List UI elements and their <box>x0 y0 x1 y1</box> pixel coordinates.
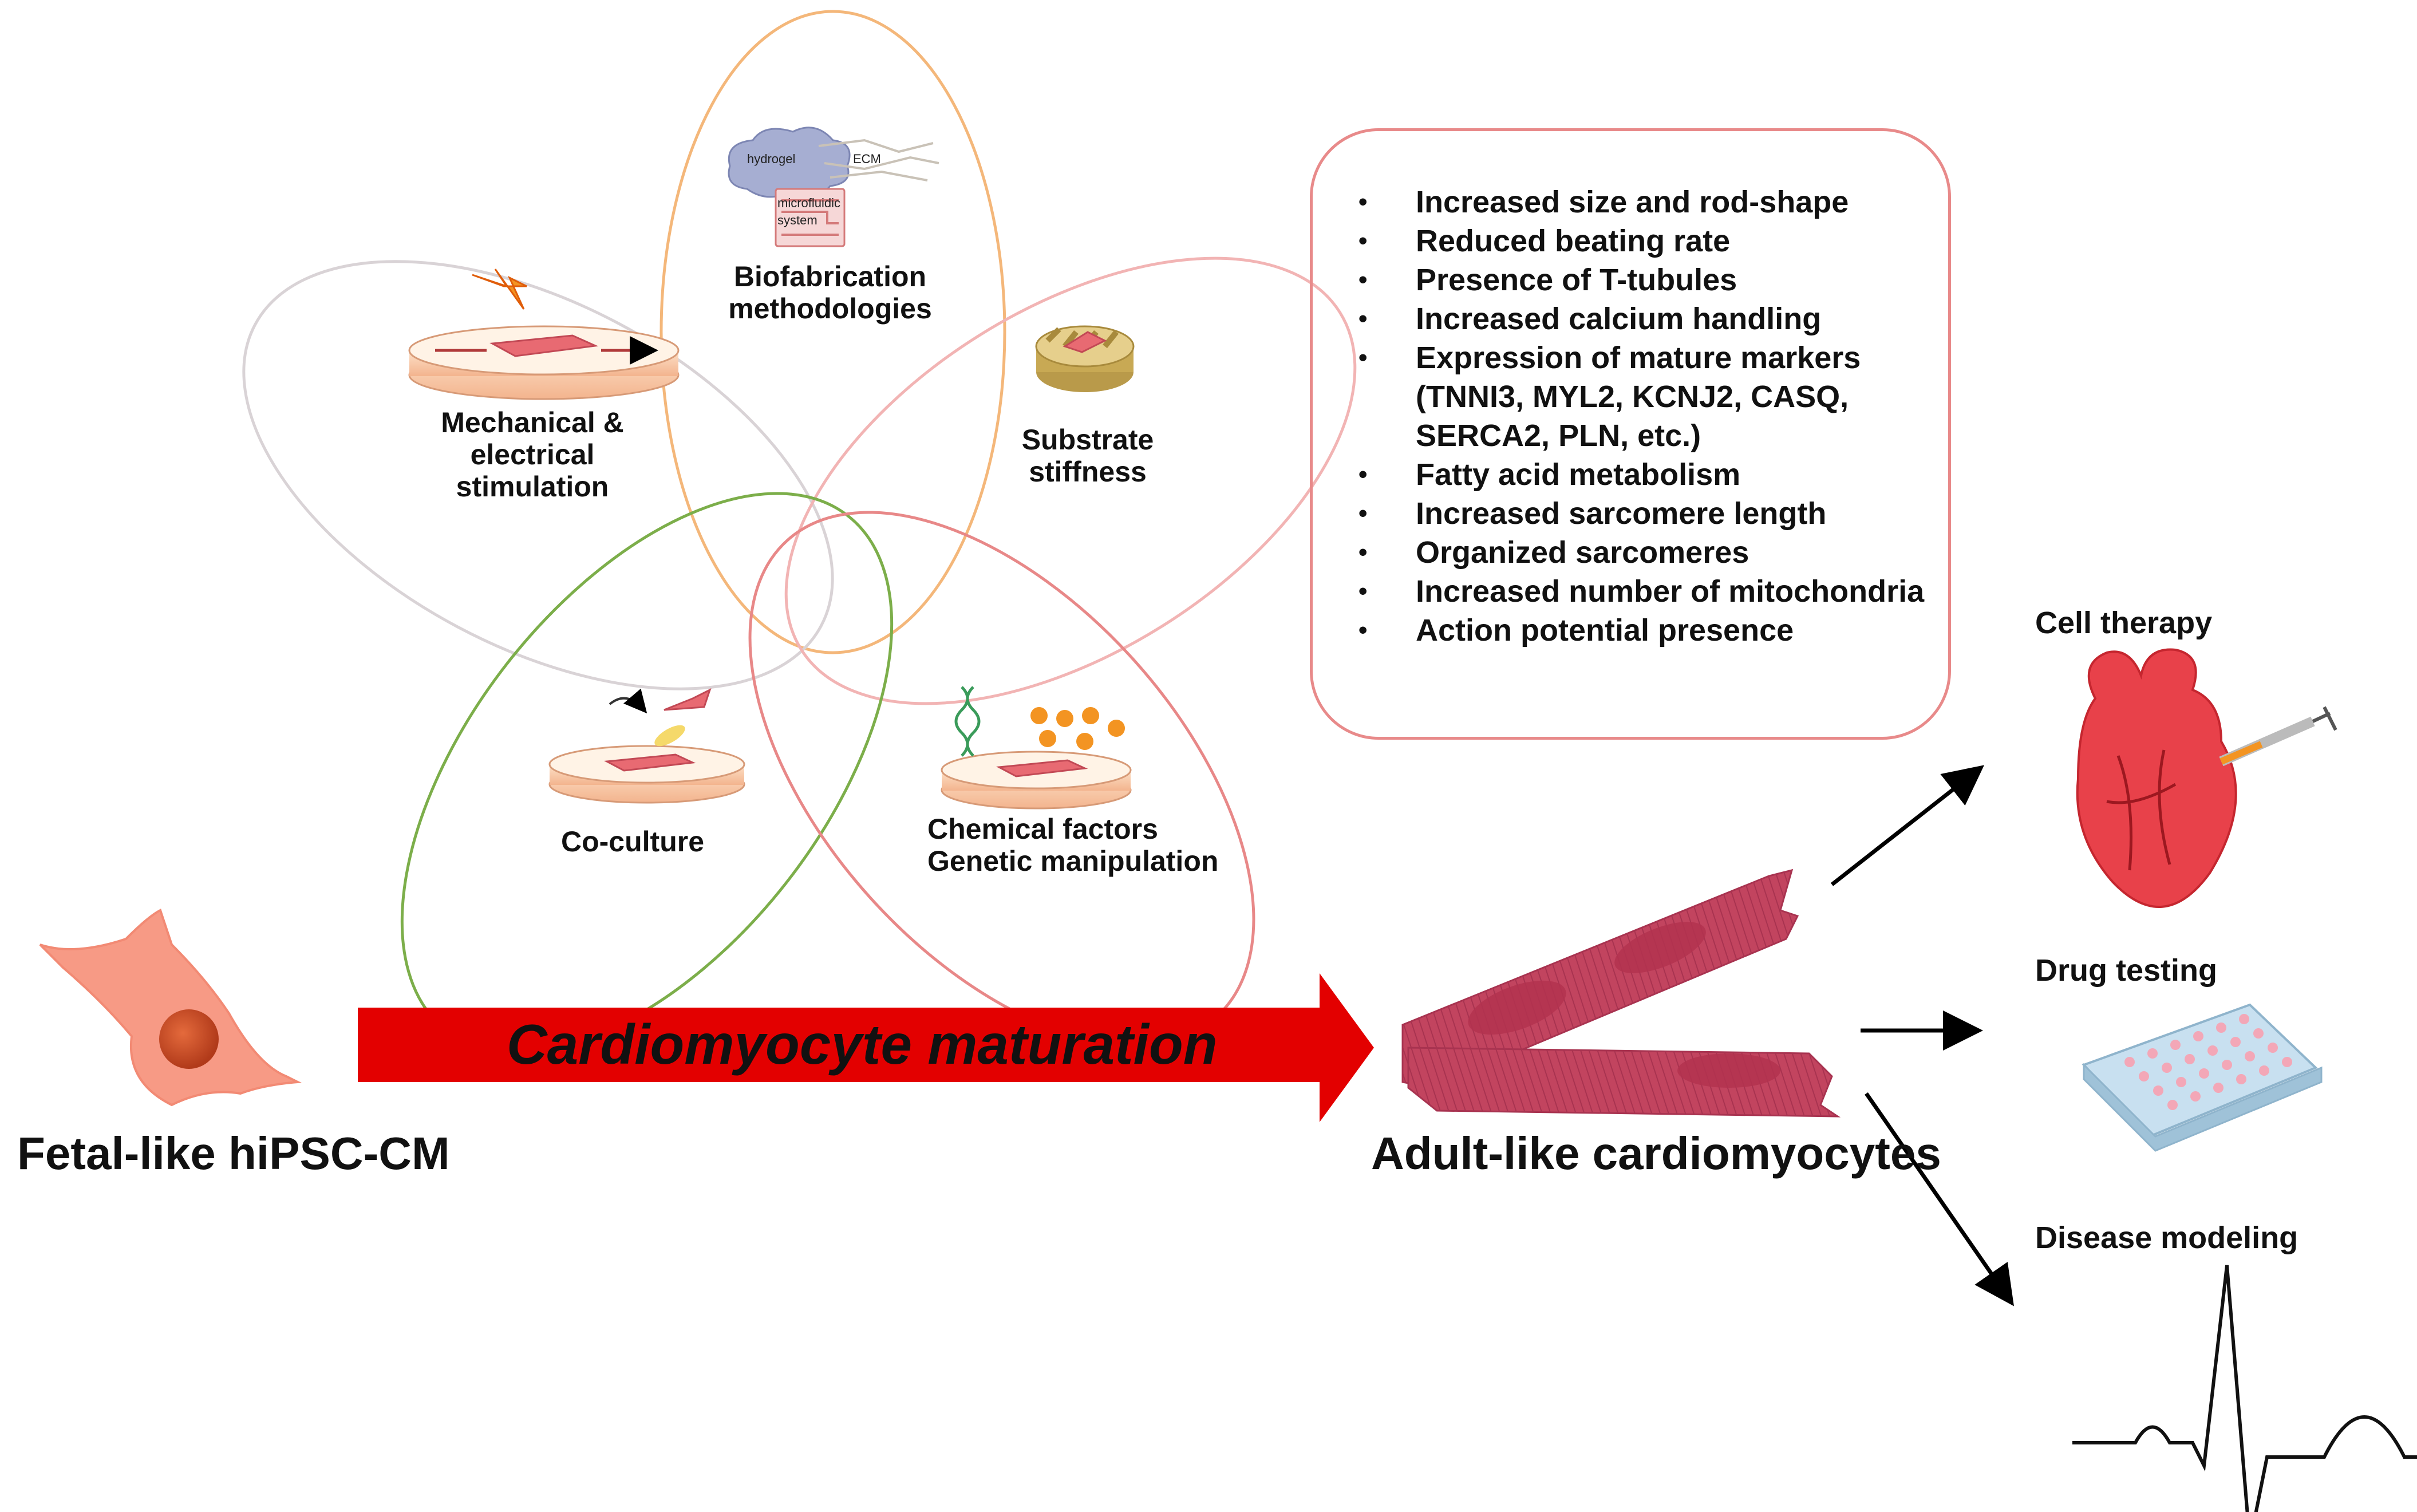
feature-item: Organized sarcomeres <box>1358 533 1931 572</box>
fetal-cell-label: Fetal-like hiPSC-CM <box>17 1128 450 1179</box>
application-drug-testing: Drug testing <box>2035 953 2217 988</box>
feature-item: Expression of mature markers (TNNI3, MYL… <box>1358 338 1931 455</box>
fetal-cell-icon <box>39 909 302 1107</box>
petal-biofabrication <box>659 10 1006 654</box>
microfluidic-chip-icon: microfluidic system <box>775 188 846 247</box>
hydrogel-icon-label: hydrogel <box>747 152 795 166</box>
well-plate-icon <box>2082 1003 2323 1152</box>
feature-item: Fatty acid metabolism <box>1358 455 1931 494</box>
application-disease-modeling: Disease modeling <box>2035 1221 2298 1255</box>
label-chemical-factors: Chemical factors <box>927 813 1158 845</box>
microfluidic-icon-label-1: microfluidic <box>777 196 840 210</box>
feature-item: Increased sarcomere length <box>1358 494 1931 533</box>
label-genetic-manipulation: Genetic manipulation <box>927 845 1219 877</box>
label-biofabrication: Biofabrication methodologies <box>728 260 932 325</box>
output-arrows <box>1830 765 2014 1306</box>
adult-cardiomyocytes-icon <box>1401 868 1841 1118</box>
application-cell-therapy: Cell therapy <box>2035 606 2213 640</box>
label-mechanical-electrical: Mechanical & electrical stimulation <box>441 406 624 503</box>
ecm-icon-label: ECM <box>853 152 881 166</box>
chemical-dish-icon <box>941 686 1132 810</box>
hydrogel-icon: hydrogel <box>728 127 851 198</box>
microfluidic-icon-label-2: system <box>777 213 817 227</box>
maturation-arrow <box>358 973 1374 1122</box>
feature-item: Increased number of mitochondria <box>1358 572 1931 611</box>
feature-item: Increased size and rod-shape <box>1358 183 1931 222</box>
stimulation-dish-icon <box>408 269 678 400</box>
feature-item: Reduced beating rate <box>1358 222 1931 260</box>
petal-substrate <box>784 256 1357 705</box>
maturation-arrow-label: Cardiomyocyte maturation <box>507 1013 1218 1076</box>
label-chemical-genetic: Chemical factors Genetic manipulation <box>927 813 1225 877</box>
feature-item: Increased calcium handling <box>1358 299 1931 338</box>
features-list: Increased size and rod-shape Reduced bea… <box>1358 183 1931 650</box>
label-coculture: Co-culture <box>561 826 704 858</box>
feature-item: Action potential presence <box>1358 611 1931 650</box>
ecg-trace-icon <box>2072 1265 2417 1512</box>
maturation-features-box: Increased size and rod-shape Reduced bea… <box>1310 128 1951 740</box>
petal-mechanical <box>242 260 834 690</box>
substrate-stiffness-icon <box>1035 325 1135 392</box>
heart-icon <box>2076 648 2337 908</box>
label-substrate-stiffness: Substrate stiffness <box>1021 424 1154 488</box>
feature-item: Presence of T-tubules <box>1358 260 1931 299</box>
ecm-icon: ECM <box>818 139 939 181</box>
coculture-dish-icon <box>548 688 745 804</box>
adult-cell-label: Adult-like cardiomyocytes <box>1371 1128 1941 1179</box>
